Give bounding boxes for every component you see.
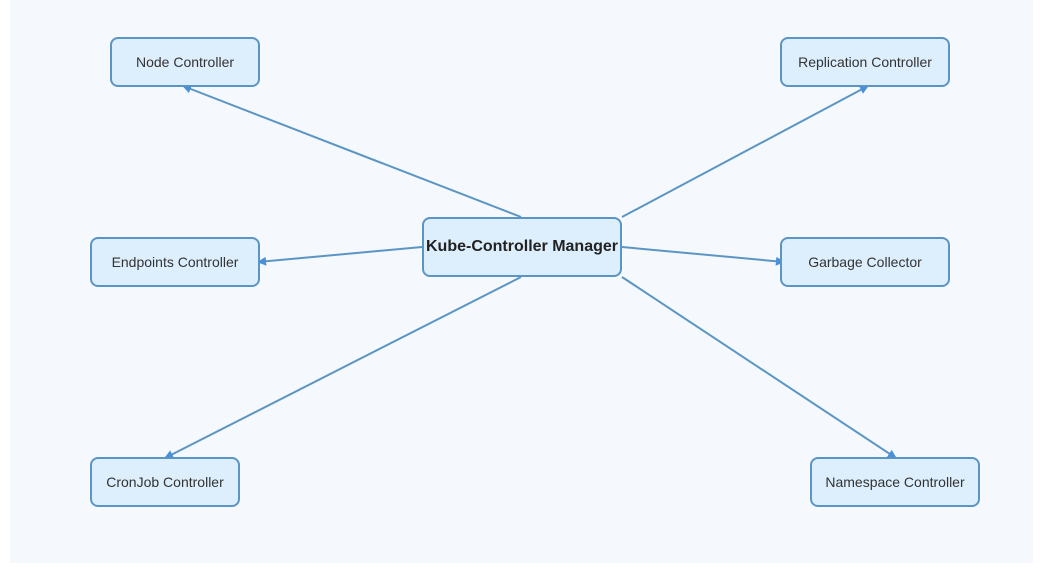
kube-controller-manager-node: Kube-Controller Manager <box>422 217 622 277</box>
cronjob-controller-label: CronJob Controller <box>106 474 224 490</box>
cronjob-controller-node: CronJob Controller <box>90 457 240 507</box>
garbage-collector-label: Garbage Collector <box>808 254 922 270</box>
kube-controller-manager-label: Kube-Controller Manager <box>425 238 618 255</box>
garbage-collector-node: Garbage Collector <box>780 237 950 287</box>
edge-cronjob-controller <box>164 276 522 459</box>
edge-replication-controller <box>621 85 869 218</box>
node-controller-label: Node Controller <box>135 54 235 70</box>
edge-namespace-controller <box>621 276 897 459</box>
replication-controller-node: Replication Controller <box>780 37 950 87</box>
edge-endpoints-controller <box>257 246 423 266</box>
endpoints-controller-label: Endpoints Controller <box>111 254 239 270</box>
namespace-controller-label: Namespace Controller <box>825 474 965 490</box>
node-controller-node: Node Controller <box>110 37 260 87</box>
replication-controller-label: Replication Controller <box>798 54 932 70</box>
namespace-controller-node: Namespace Controller <box>810 457 980 507</box>
endpoints-controller-node: Endpoints Controller <box>90 237 260 287</box>
edge-garbage-collector <box>621 246 785 266</box>
edge-node-controller <box>182 84 522 218</box>
